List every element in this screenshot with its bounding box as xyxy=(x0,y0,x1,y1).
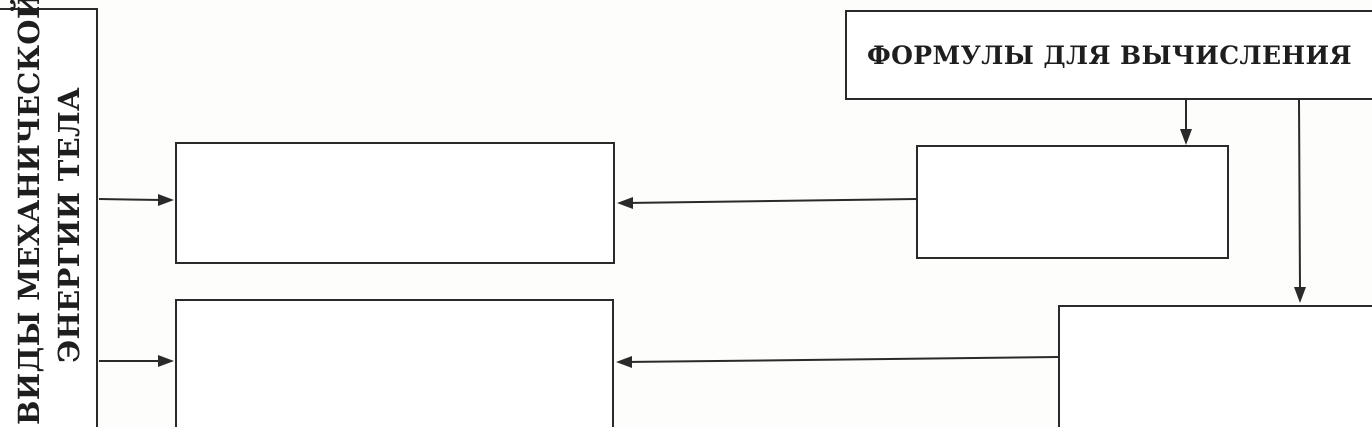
arrow-formula-1-to-energy-1 xyxy=(629,198,917,204)
arrowhead-header-to-formula-1 xyxy=(1180,129,1192,145)
arrow-panel-to-energy-1 xyxy=(98,198,163,201)
energy-type-box-2[interactable] xyxy=(175,299,614,427)
mechanical-energy-types-panel: ВИДЫ МЕХАНИЧЕСКОЙ ЭНЕРГИИ ТЕЛА xyxy=(0,0,98,427)
arrow-header-to-formula-2 xyxy=(1298,99,1301,291)
formulas-header-box: ФОРМУЛЫ ДЛЯ ВЫЧИСЛЕНИЯ xyxy=(845,10,1372,100)
arrowhead-panel-to-energy-2 xyxy=(158,355,174,367)
energy-type-box-1[interactable] xyxy=(175,142,615,264)
mechanical-energy-types-label: ВИДЫ МЕХАНИЧЕСКОЙ ЭНЕРГИИ ТЕЛА xyxy=(9,0,89,425)
arrowhead-formula-1-to-energy-1 xyxy=(617,197,633,209)
arrowhead-formula-2-to-energy-2 xyxy=(616,356,632,368)
formulas-header-label: ФОРМУЛЫ ДЛЯ ВЫЧИСЛЕНИЯ xyxy=(867,40,1352,70)
formula-box-2[interactable] xyxy=(1058,305,1372,427)
left-panel-line-1: ВИДЫ МЕХАНИЧЕСКОЙ xyxy=(12,0,46,425)
arrowhead-panel-to-energy-1 xyxy=(158,194,174,206)
left-panel-line-2: ЭНЕРГИИ ТЕЛА xyxy=(52,87,86,363)
arrow-formula-2-to-energy-2 xyxy=(628,356,1059,363)
formula-box-1[interactable] xyxy=(916,145,1229,259)
arrowhead-header-to-formula-2 xyxy=(1294,287,1306,303)
